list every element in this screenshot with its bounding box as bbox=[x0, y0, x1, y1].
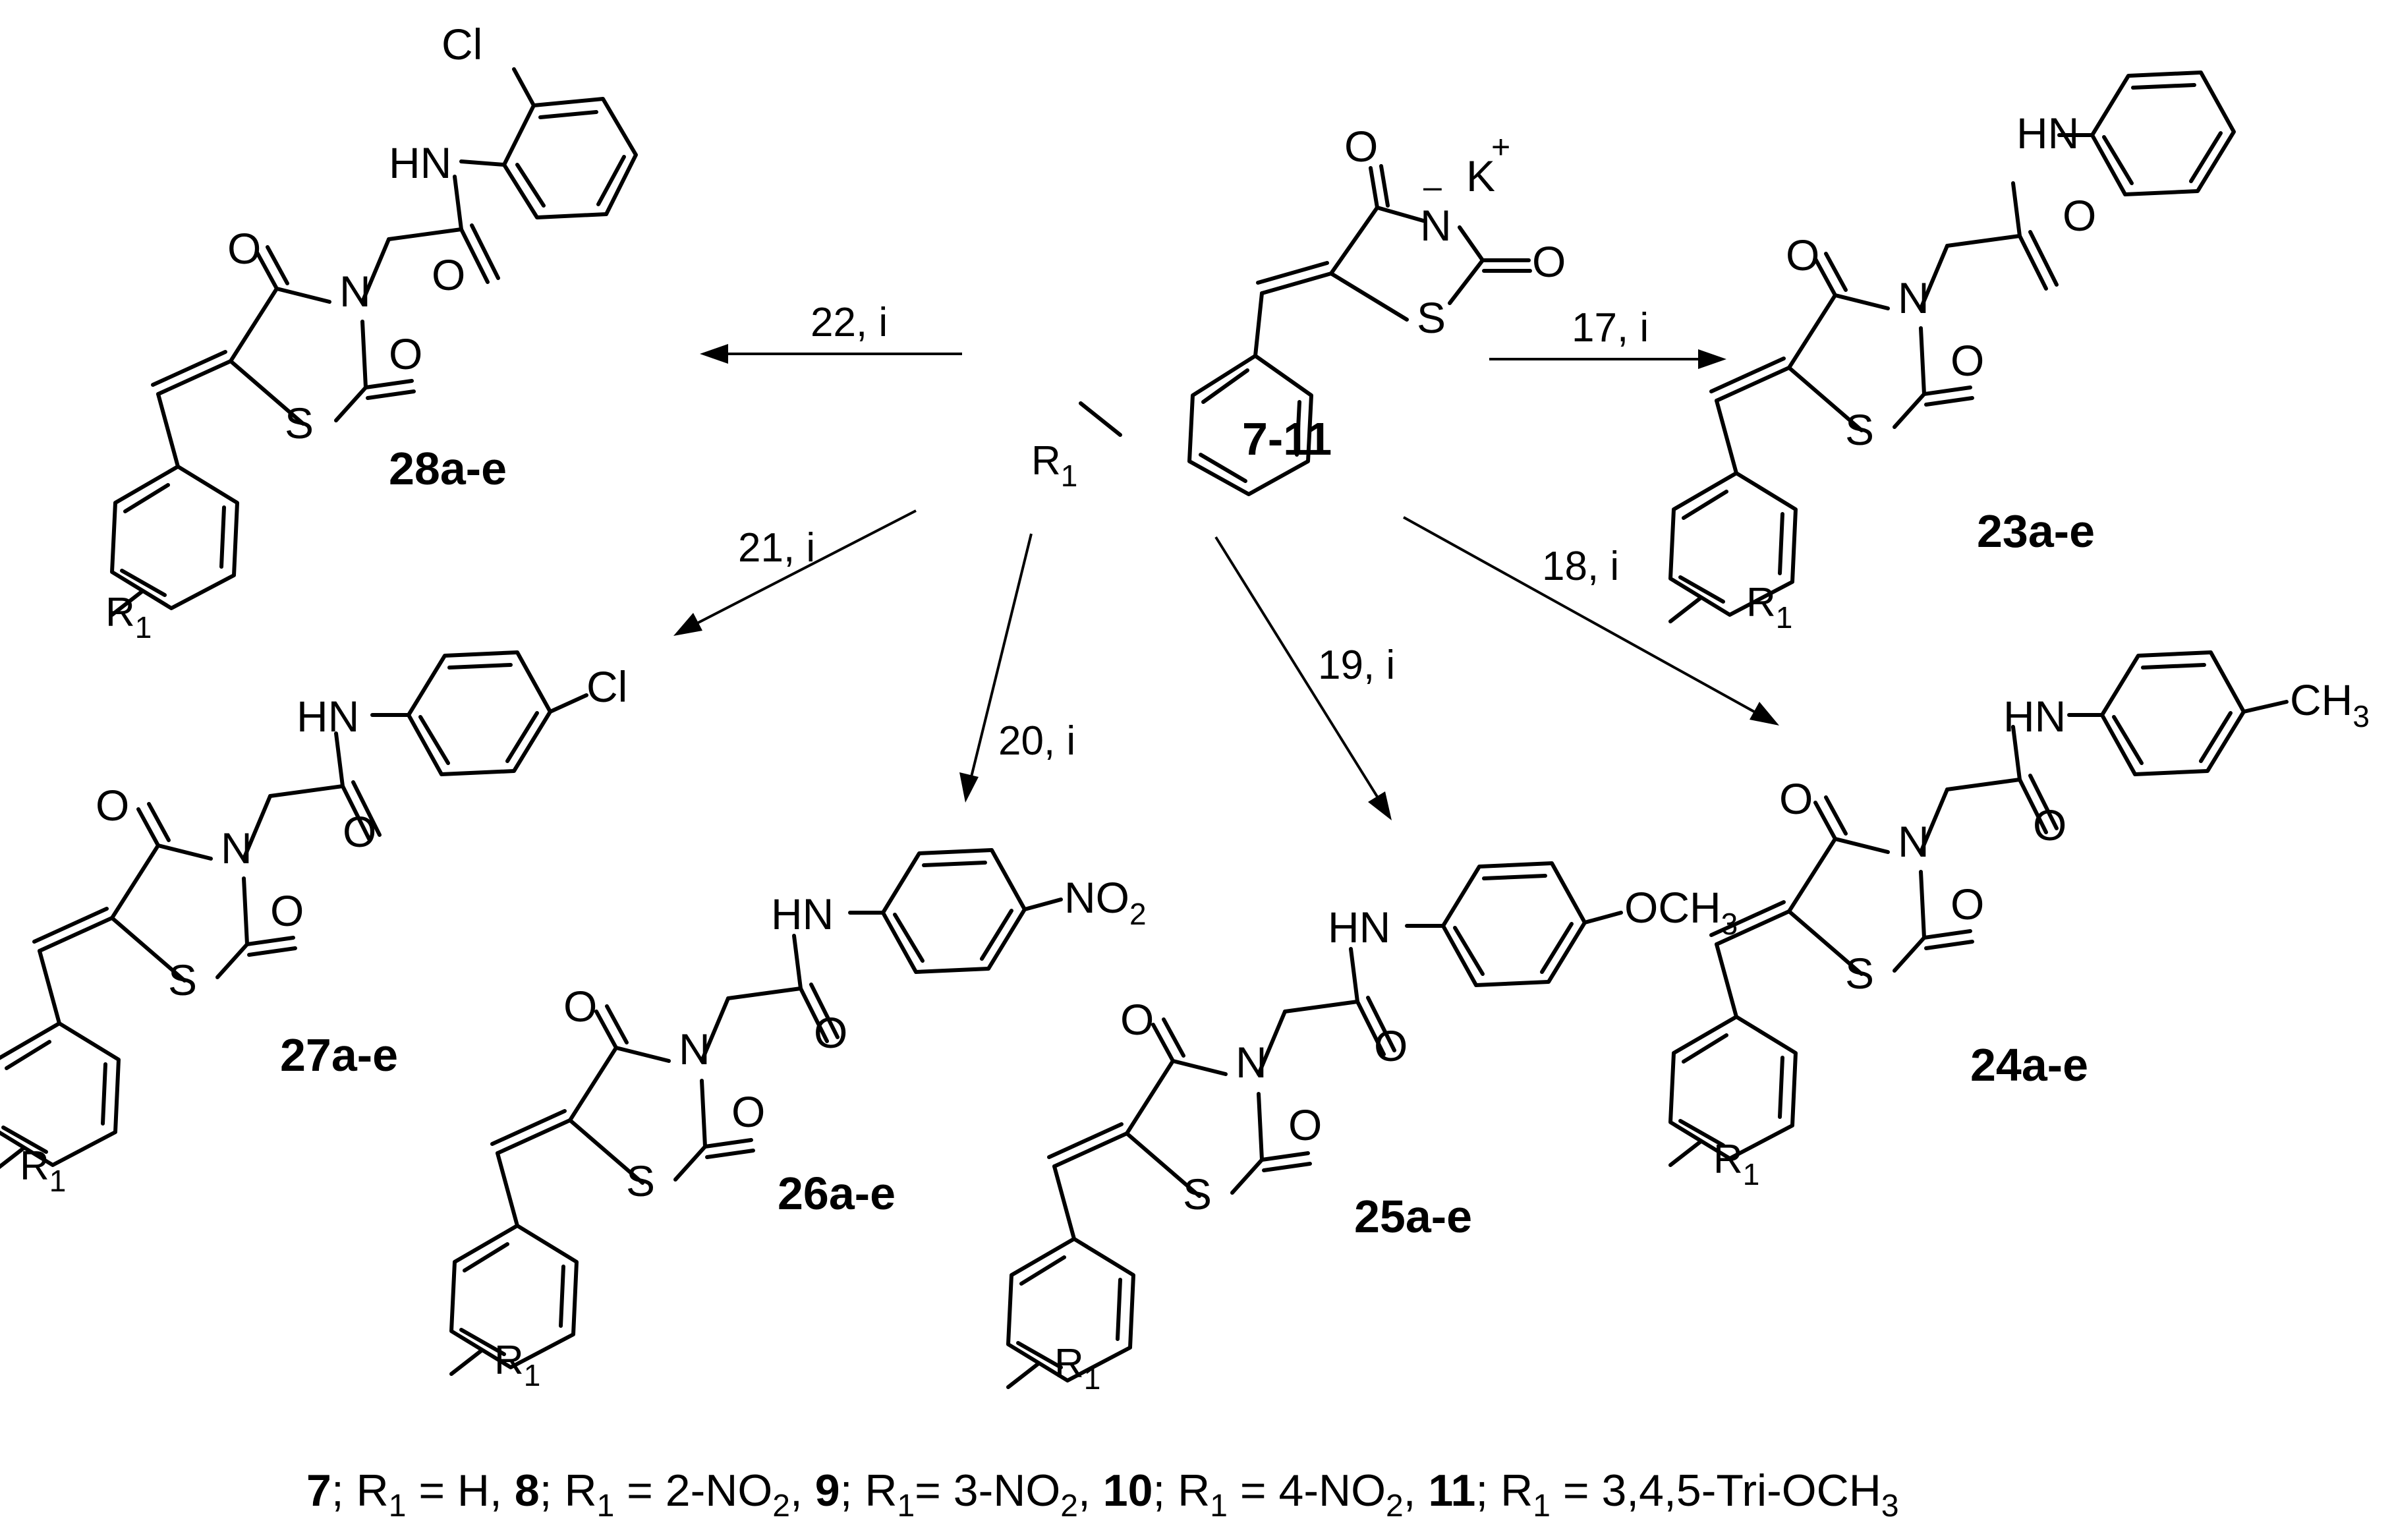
c27-cl: Cl bbox=[586, 662, 627, 711]
c25-id: 25a-e bbox=[1354, 1191, 1472, 1242]
arrow-17: 17, i bbox=[1489, 305, 1726, 369]
c24-o4: O bbox=[1779, 774, 1813, 823]
arrow-18: 18, i bbox=[1403, 516, 1779, 726]
compound-25: HN OCH3 O N O S O R1 25a-e bbox=[1008, 863, 1738, 1396]
c25-o2: O bbox=[1288, 1100, 1322, 1149]
c24-amide-o: O bbox=[2033, 801, 2066, 849]
arrow-19-label: 19, i bbox=[1318, 642, 1395, 688]
compound-27: HN Cl O N O S O R1 27a-e bbox=[0, 652, 627, 1198]
c24-hn: HN bbox=[2003, 692, 2066, 741]
arrow-20: 20, i bbox=[959, 533, 1075, 803]
c25-och3: OCH3 bbox=[1624, 883, 1738, 941]
start-n: N bbox=[1420, 201, 1452, 250]
c27-id: 27a-e bbox=[280, 1029, 398, 1081]
c28-n: N bbox=[339, 267, 371, 316]
c26-o2: O bbox=[731, 1087, 765, 1136]
c26-o4: O bbox=[563, 982, 597, 1031]
c27-amide-o: O bbox=[343, 807, 376, 856]
start-o2: O bbox=[1532, 237, 1566, 286]
arrow-22: 22, i bbox=[700, 300, 962, 364]
footnote: 7; R1 = H, 8; R1 = 2-NO2, 9; R1= 3-NO2, … bbox=[306, 1466, 1899, 1524]
c27-hn: HN bbox=[297, 692, 359, 741]
c26-id: 26a-e bbox=[778, 1168, 896, 1219]
compound-24: HN CH3 O N O S O R1 24a-e bbox=[1670, 652, 2370, 1191]
start-plus: + bbox=[1491, 128, 1510, 165]
c25-r1: R1 bbox=[1054, 1341, 1100, 1396]
compound-23: HN O N O S O R1 23a-e bbox=[1670, 71, 2236, 635]
arrow-21: 21, i bbox=[673, 509, 917, 636]
arrow-21-label: 21, i bbox=[738, 525, 815, 571]
c23-r1: R1 bbox=[1746, 580, 1792, 635]
c28-amide-o: O bbox=[432, 250, 465, 299]
c25-n: N bbox=[1236, 1038, 1267, 1087]
c24-ch3: CH3 bbox=[2290, 675, 2370, 733]
compound-26: HN NO2 O N O S O R1 26a-e bbox=[451, 850, 1147, 1392]
c26-r1: R1 bbox=[494, 1338, 540, 1392]
c28-o2: O bbox=[389, 329, 422, 378]
c23-id: 23a-e bbox=[1977, 505, 2095, 557]
c28-cl: Cl bbox=[441, 20, 482, 69]
c26-s: S bbox=[626, 1156, 655, 1205]
c24-n: N bbox=[1898, 817, 1929, 866]
compound-28: Cl HN O N O S O R1 28a-e bbox=[105, 20, 638, 644]
c23-hn: HN bbox=[2016, 109, 2079, 157]
c25-hn: HN bbox=[1328, 903, 1390, 952]
c25-o4: O bbox=[1120, 995, 1154, 1044]
c28-r1: R1 bbox=[105, 590, 152, 644]
c28-id: 28a-e bbox=[389, 443, 507, 494]
start-s: S bbox=[1417, 293, 1446, 342]
c23-o2: O bbox=[1951, 336, 1984, 385]
c26-hn: HN bbox=[771, 890, 834, 938]
arrow-17-label: 17, i bbox=[1572, 305, 1649, 351]
c25-s: S bbox=[1183, 1170, 1212, 1218]
c24-r1: R1 bbox=[1713, 1137, 1759, 1191]
c27-r1: R1 bbox=[20, 1143, 66, 1198]
start-minus: – bbox=[1423, 168, 1442, 205]
c26-amide-o: O bbox=[814, 1008, 847, 1057]
start-r1: R1 bbox=[1031, 438, 1077, 493]
c23-o4: O bbox=[1786, 231, 1819, 279]
c28-s: S bbox=[285, 399, 314, 447]
c27-s: S bbox=[168, 955, 197, 1004]
c26-n: N bbox=[679, 1025, 710, 1073]
start-o4: O bbox=[1344, 122, 1378, 171]
c27-o4: O bbox=[96, 781, 129, 830]
c27-n: N bbox=[221, 824, 252, 872]
arrow-18-label: 18, i bbox=[1542, 544, 1619, 589]
c25-amide-o: O bbox=[1374, 1021, 1408, 1070]
c23-n: N bbox=[1898, 273, 1929, 322]
start-k: K bbox=[1466, 152, 1495, 200]
c28-hn: HN bbox=[389, 138, 451, 187]
c27-o2: O bbox=[270, 886, 304, 935]
c28-o4: O bbox=[227, 224, 261, 273]
arrow-22-label: 22, i bbox=[811, 300, 888, 345]
c26-no2: NO2 bbox=[1064, 873, 1147, 931]
c23-s: S bbox=[1845, 405, 1874, 454]
arrow-20-label: 20, i bbox=[998, 718, 1075, 764]
c24-id: 24a-e bbox=[1970, 1039, 2088, 1091]
c24-s: S bbox=[1845, 949, 1874, 998]
start-compound-id: 7-11 bbox=[1242, 413, 1332, 465]
c24-o2: O bbox=[1951, 880, 1984, 928]
c23-amide-o: O bbox=[2063, 191, 2096, 240]
arrow-19: 19, i bbox=[1214, 536, 1395, 820]
starting-material: O N S O – K + R1 7-11 bbox=[1031, 122, 1566, 496]
